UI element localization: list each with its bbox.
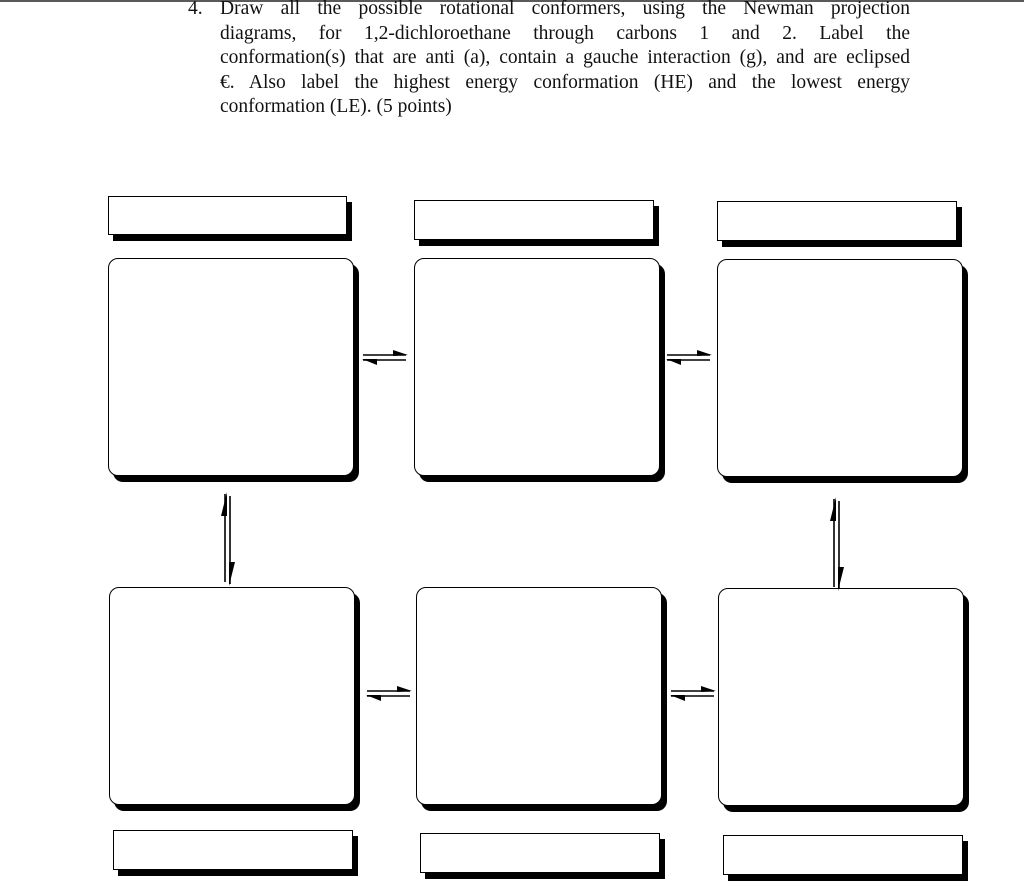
question-line-5: conformation (LE). (5 points) bbox=[220, 96, 452, 117]
equilibrium-arrows-vertical-icon bbox=[221, 492, 235, 586]
equilibrium-arrows-horizontal-icon bbox=[362, 350, 408, 365]
question-line-2: diagrams, for 1,2-dichloroethane through… bbox=[220, 22, 910, 44]
equilibrium-arrows-horizontal-icon bbox=[670, 686, 716, 701]
bottom-label-answer-box-2[interactable] bbox=[420, 833, 660, 873]
newman-drawing-box-top-1[interactable] bbox=[108, 258, 354, 476]
newman-drawing-box-top-2[interactable] bbox=[414, 258, 660, 476]
bottom-label-answer-box-1[interactable] bbox=[113, 830, 353, 870]
question-line-4: €. Also label the highest energy conform… bbox=[220, 71, 910, 93]
top-label-answer-box-3[interactable] bbox=[717, 201, 957, 241]
page-top-rule bbox=[0, 0, 1024, 2]
newman-drawing-box-bottom-3[interactable] bbox=[718, 588, 964, 806]
newman-drawing-box-bottom-1[interactable] bbox=[109, 587, 355, 805]
top-label-answer-box-1[interactable] bbox=[108, 196, 347, 235]
question-line-1: Draw all the possible rotational conform… bbox=[220, 0, 910, 19]
question-number: 4. bbox=[188, 0, 203, 19]
newman-drawing-box-top-3[interactable] bbox=[717, 259, 963, 477]
equilibrium-arrows-vertical-icon bbox=[830, 497, 844, 591]
newman-drawing-box-bottom-2[interactable] bbox=[416, 587, 662, 805]
bottom-label-answer-box-3[interactable] bbox=[723, 835, 963, 875]
equilibrium-arrows-horizontal-icon bbox=[366, 686, 412, 701]
top-label-answer-box-2[interactable] bbox=[414, 200, 654, 240]
question-line-3: conformation(s) that are anti (a), conta… bbox=[220, 47, 910, 68]
equilibrium-arrows-horizontal-icon bbox=[666, 350, 712, 365]
question-text: Draw all the possible rotational conform… bbox=[220, 0, 910, 120]
question-4: 4. Draw all the possible rotational conf… bbox=[188, 0, 910, 120]
